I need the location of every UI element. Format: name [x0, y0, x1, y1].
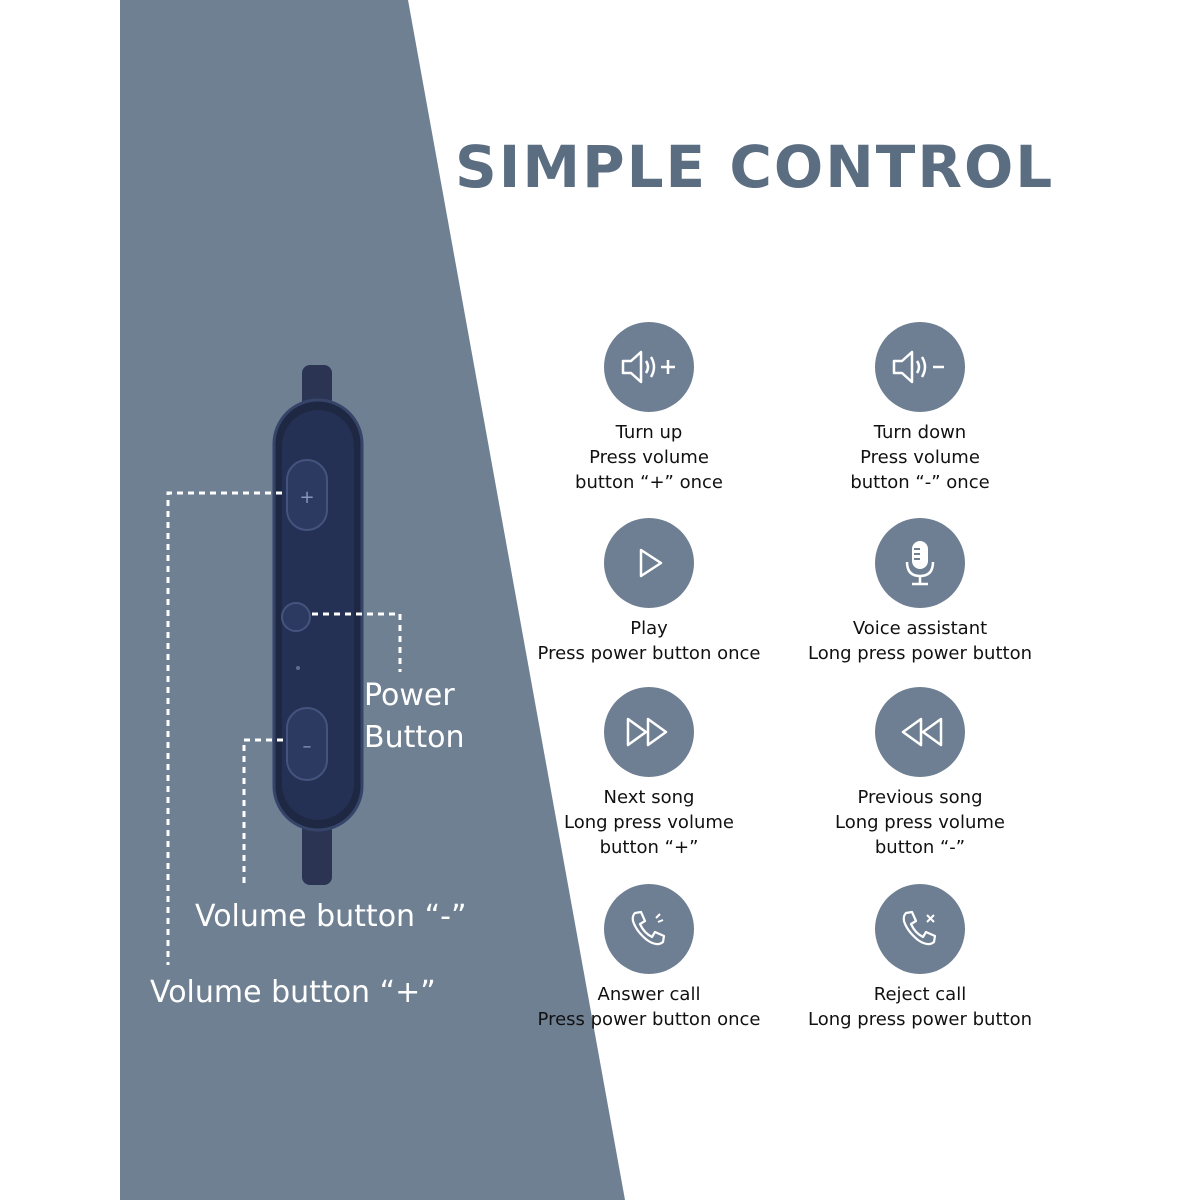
power-label-line-2: Button: [364, 720, 465, 755]
feature-line: Turn down: [873, 422, 967, 443]
feature-reject-call: Reject call Long press power button: [795, 884, 1045, 1032]
phone-answer-icon: [604, 884, 694, 974]
phone-reject-icon: [875, 884, 965, 974]
play-icon: [604, 518, 694, 608]
feature-line: Turn up: [615, 422, 683, 443]
volume-down-icon: [875, 322, 965, 412]
svg-text:+: +: [299, 487, 314, 508]
feature-voice-assistant: Voice assistant Long press power button: [795, 518, 1045, 666]
feature-line: Long press power button: [808, 1009, 1032, 1030]
feature-line: button “+”: [599, 837, 699, 858]
power-button-label: Power Button: [364, 675, 465, 759]
feature-line: Long press volume: [835, 812, 1005, 833]
feature-turn-down: Turn down Press volume button “-” once: [795, 322, 1045, 495]
fast-forward-icon: [604, 687, 694, 777]
feature-line: Voice assistant: [852, 618, 988, 639]
feature-line: Long press power button: [808, 643, 1032, 664]
power-label-line-1: Power: [364, 678, 455, 713]
feature-next-song: Next song Long press volume button “+”: [524, 687, 774, 860]
feature-play: Play Press power button once: [524, 518, 774, 666]
feature-line: Next song: [603, 787, 695, 808]
page-title: SIMPLE CONTROL: [455, 133, 1055, 201]
feature-line: Play: [630, 618, 668, 639]
volume-minus-label: Volume button “-”: [195, 899, 467, 934]
feature-line: Answer call: [597, 984, 701, 1005]
svg-text:–: –: [303, 736, 312, 757]
feature-line: button “-” once: [850, 472, 990, 493]
feature-line: Press volume: [589, 447, 709, 468]
feature-line: Reject call: [873, 984, 967, 1005]
feature-previous-song: Previous song Long press volume button “…: [795, 687, 1045, 860]
feature-line: Press power button once: [537, 1009, 761, 1030]
feature-line: Previous song: [857, 787, 983, 808]
feature-line: Press power button once: [537, 643, 761, 664]
rewind-icon: [875, 687, 965, 777]
feature-answer-call: Answer call Press power button once: [524, 884, 774, 1032]
feature-line: Press volume: [860, 447, 980, 468]
feature-line: button “-”: [874, 837, 966, 858]
feature-line: button “+” once: [575, 472, 723, 493]
volume-up-icon: [604, 322, 694, 412]
feature-turn-up: Turn up Press volume button “+” once: [524, 322, 774, 495]
volume-plus-label: Volume button “+”: [150, 975, 436, 1010]
microphone-icon: [875, 518, 965, 608]
feature-line: Long press volume: [564, 812, 734, 833]
